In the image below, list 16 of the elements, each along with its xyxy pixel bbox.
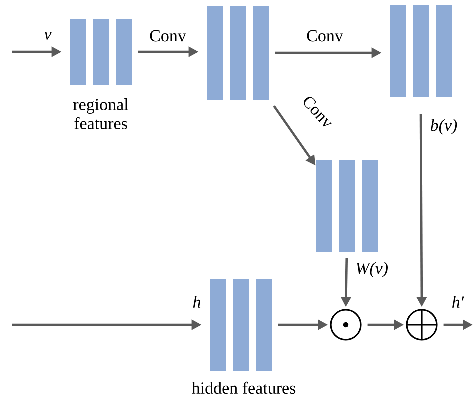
feature-block xyxy=(207,6,269,100)
block-caption: regional features xyxy=(74,98,129,130)
edge-label: b(v) xyxy=(430,119,458,135)
edge-label: W(v) xyxy=(356,262,388,278)
feature-block xyxy=(70,19,132,85)
block-caption: hidden features xyxy=(192,382,296,394)
feature-block xyxy=(210,279,272,371)
edge-label: Conv xyxy=(307,30,344,42)
edge-label: h xyxy=(193,296,201,308)
feature-block xyxy=(390,5,452,97)
edge-label: Conv xyxy=(150,30,186,42)
edge-label: v xyxy=(44,32,52,40)
operator-circle xyxy=(330,309,362,341)
edge-label: h′ xyxy=(452,296,464,308)
feature-block xyxy=(316,160,378,252)
operator-circle xyxy=(406,309,438,341)
